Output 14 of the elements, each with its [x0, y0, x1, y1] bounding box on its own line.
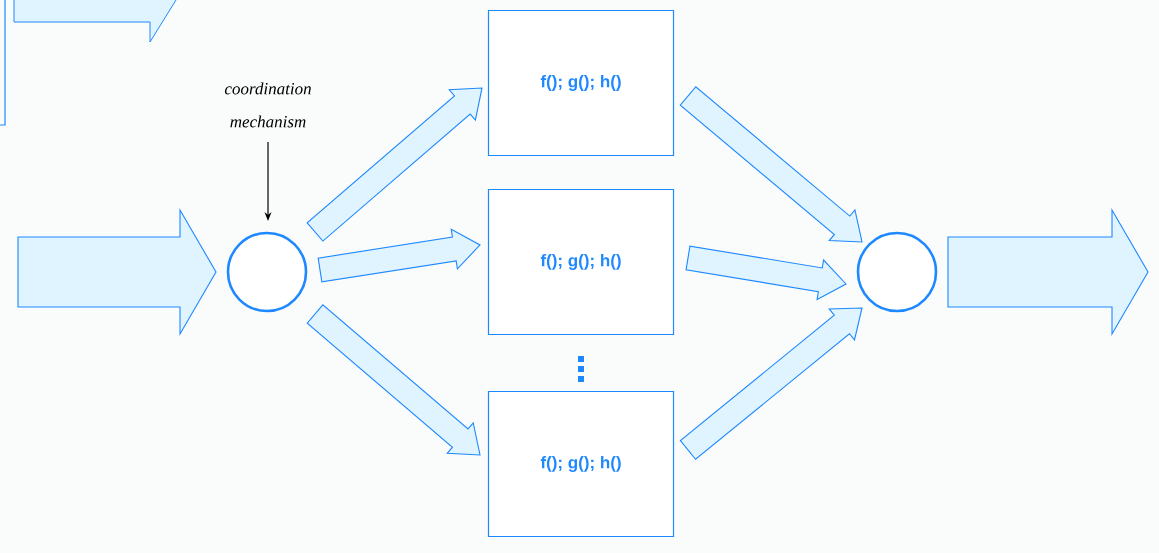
- annotation-text: coordination mechanism: [224, 82, 311, 128]
- block-arrow: [306, 304, 481, 456]
- junction-circle: [226, 231, 308, 313]
- process-box: f(); g(); h(): [487, 188, 675, 336]
- junction-circle: [856, 231, 938, 313]
- process-box: f(); g(); h(): [487, 9, 675, 157]
- block-arrow: [679, 86, 863, 243]
- process-box: f(); g(); h(): [487, 390, 675, 538]
- block-arrow: [685, 245, 847, 301]
- block-arrow: [317, 228, 481, 283]
- block-arrow: [679, 307, 863, 461]
- block-arrow: [306, 87, 483, 242]
- block-arrow: [17, 207, 217, 337]
- block-arrow: [947, 207, 1149, 337]
